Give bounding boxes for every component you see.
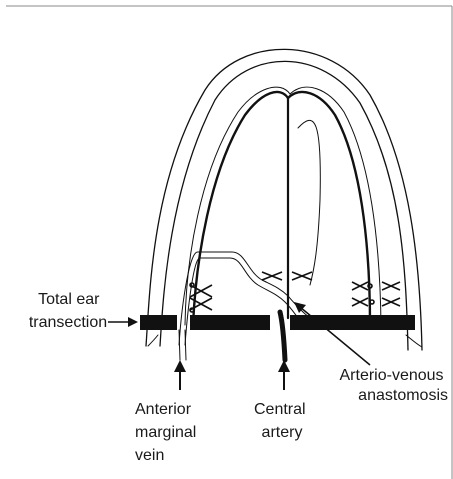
ear-vessels — [179, 87, 381, 345]
arrow-anastomosis — [294, 302, 370, 365]
label-total-ear-transection: Total ear transection — [29, 291, 107, 331]
label-arterio-venous-anastomosis: Arterio-venous anastomosis — [340, 367, 449, 404]
tie-right-lower — [352, 298, 400, 306]
tie-right-upper — [352, 282, 400, 290]
arrow-central-artery — [278, 360, 290, 390]
central-artery-vessel — [280, 312, 285, 360]
arrow-anterior-vein — [174, 360, 186, 390]
tie-left-upper — [190, 283, 212, 297]
arrow-transection — [108, 317, 138, 327]
label-central-artery: Central artery — [254, 401, 310, 441]
figure-frame — [6, 6, 452, 479]
label-anterior-marginal-vein: Anterior marginal vein — [135, 401, 201, 464]
